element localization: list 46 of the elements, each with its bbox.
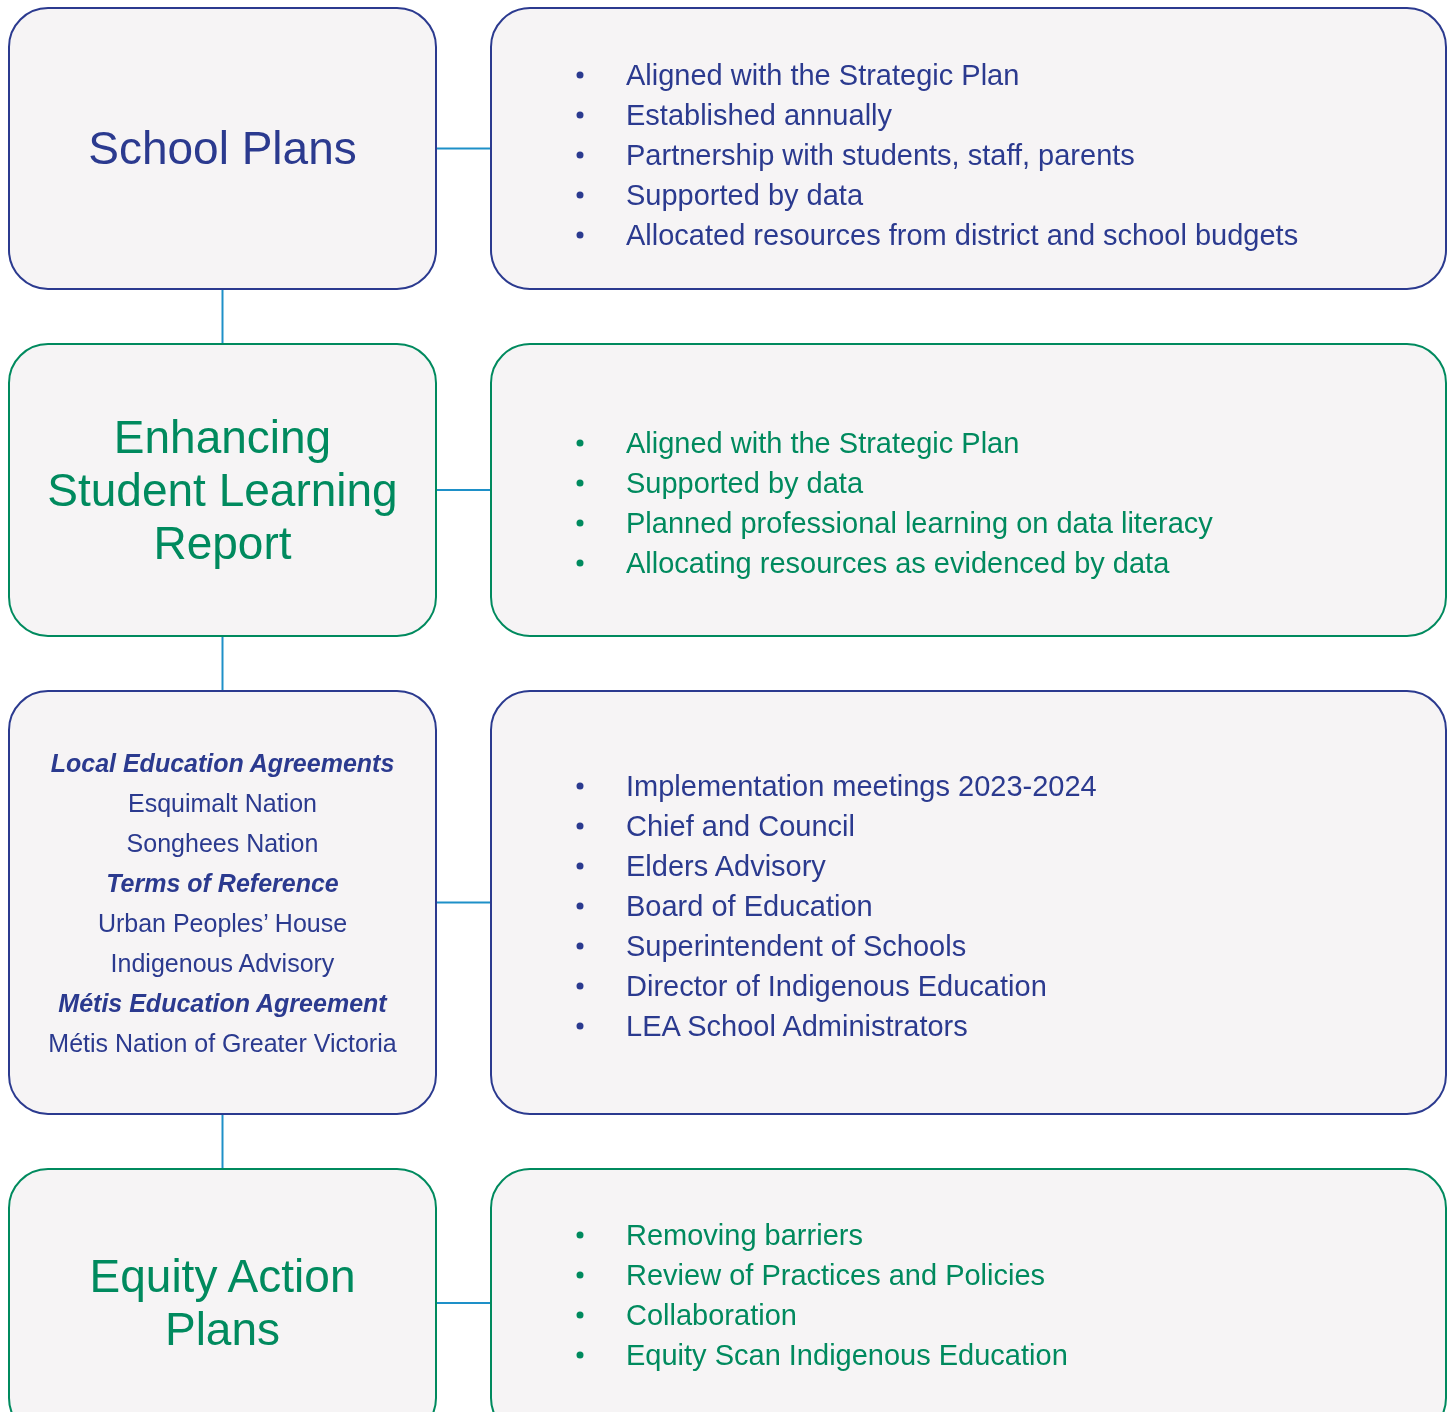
agreement-text: Esquimalt Nation	[128, 787, 317, 819]
bullet-item: Aligned with the Strategic Plan	[626, 58, 1020, 93]
connector-line	[436, 1302, 491, 1304]
bullet-item: Supported by data	[626, 466, 863, 501]
bullet-item: Equity Scan Indigenous Education	[626, 1338, 1068, 1373]
bullet-list-box	[490, 7, 1447, 290]
bullet-item: Elders Advisory	[626, 849, 826, 884]
bullet-item: LEA School Administrators	[626, 1009, 968, 1044]
connector-line	[436, 489, 491, 491]
bullet-item: Supported by data	[626, 178, 863, 213]
agreement-text: Métis Nation of Greater Victoria	[48, 1027, 397, 1059]
agreement-text: Local Education Agreements	[50, 747, 395, 779]
agreement-text: Terms of Reference	[106, 867, 339, 899]
bullet-item: Allocated resources from district and school budgets	[626, 218, 1299, 253]
bullet-item: Partnership with students, staff, parents	[626, 138, 1135, 173]
bullet-item: Board of Education	[626, 889, 873, 924]
bullet-item: Allocating resources as evidenced by data	[626, 546, 1170, 581]
agreement-text: Urban Peoples’ House	[97, 907, 348, 939]
connector-line	[221, 636, 224, 691]
bullet-item: Removing barriers	[626, 1218, 863, 1253]
bullet-item: Superintendent of Schools	[626, 929, 967, 964]
bullet-item: Established annually	[626, 98, 892, 133]
bullet-item: Implementation meetings 2023-2024	[626, 769, 1097, 804]
agreement-text: Métis Education Agreement	[58, 987, 387, 1019]
bullet-item: Aligned with the Strategic Plan	[626, 426, 1020, 461]
bullet-item: Planned professional learning on data literacy	[626, 506, 1213, 541]
bullet-list-box	[490, 690, 1447, 1115]
bullet-item: Review of Practices and Policies	[626, 1258, 1046, 1293]
bullet-item: Director of Indigenous Education	[626, 969, 1047, 1004]
connector-line	[436, 147, 491, 150]
connector-line	[221, 289, 224, 344]
connector-line	[221, 1114, 224, 1169]
box-heading: School Plans	[88, 122, 357, 175]
bullet-list-box	[490, 1168, 1447, 1412]
box-heading: Equity Action Plans	[88, 1250, 357, 1356]
heading-box	[8, 343, 437, 637]
connector-line	[436, 901, 491, 904]
box-heading: Enhancing Student Learning Report	[46, 410, 399, 570]
bullet-item: Collaboration	[626, 1298, 797, 1333]
agreements-box	[8, 690, 437, 1115]
agreement-text: Indigenous Advisory	[110, 947, 335, 979]
heading-box	[8, 7, 437, 290]
bullet-list-box	[490, 343, 1447, 637]
bullet-item: Chief and Council	[626, 809, 855, 844]
agreement-text: Songhees Nation	[126, 827, 319, 859]
heading-box	[8, 1168, 437, 1412]
